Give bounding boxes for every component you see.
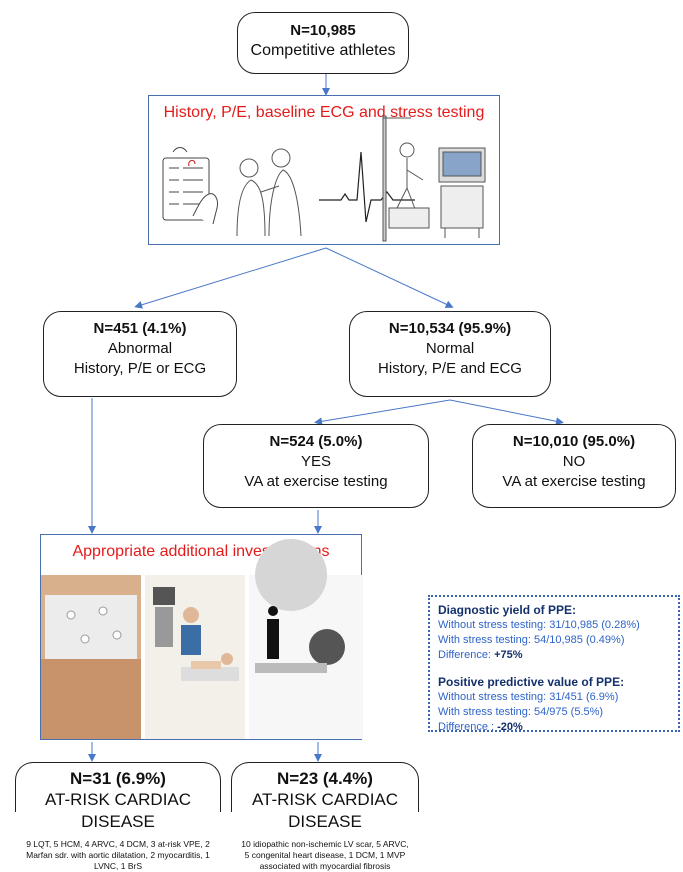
- ppv-title: Positive predictive value of PPE:: [438, 675, 625, 689]
- right-result-box: N=23 (4.4%) AT-RISK CARDIAC DISEASE 10 i…: [231, 762, 419, 871]
- arrow-screening-to-normal: [325, 247, 454, 308]
- normal-box: N=10,534 (95.9%) Normal History, P/E and…: [349, 311, 551, 397]
- ppv-diff-value: -20%: [497, 721, 523, 733]
- yield-diff-value: +75%: [494, 649, 523, 661]
- left-result-count: N=31 (6.9%): [70, 769, 166, 788]
- abnormal-count: N=451 (4.1%): [93, 320, 187, 337]
- left-result-label-2: DISEASE: [81, 812, 155, 831]
- ppv-diff-label: Difference :: [438, 721, 498, 733]
- ppv-difference: Difference : -20%: [438, 720, 670, 735]
- echocardiography-illustration: [145, 575, 245, 739]
- normal-criteria: History, P/E and ECG: [378, 360, 522, 377]
- ppv-without: Without stress testing: 31/451 (6.9%): [438, 691, 619, 703]
- no-count: N=10,010 (95.0%): [512, 433, 636, 450]
- doctor-patient-icon: [236, 148, 302, 237]
- mri-scanner-icon: [249, 539, 363, 739]
- right-result-count: N=23 (4.4%): [277, 769, 373, 788]
- ppv-with: With stress testing: 54/975 (5.5%): [438, 706, 604, 718]
- right-result-detail: 10 idiopathic non-ischemic LV scar, 5 AR…: [241, 839, 409, 871]
- no-box: N=10,010 (95.0%) NO VA at exercise testi…: [472, 424, 676, 508]
- summary-panel: Diagnostic yield of PPE: Without stress …: [428, 595, 680, 735]
- investigations-box: Appropriate additional investigations: [40, 534, 363, 740]
- right-result-label-1: AT-RISK CARDIAC: [251, 790, 399, 809]
- screening-illustrations: [162, 115, 486, 242]
- yield-with: With stress testing: 54/10,985 (0.49%): [438, 634, 625, 646]
- investigations-illustrations: [41, 539, 363, 739]
- yield-difference: Difference: +75%: [438, 648, 670, 663]
- left-result-label-1: AT-RISK CARDIAC: [44, 790, 192, 809]
- yes-criteria: VA at exercise testing: [244, 473, 388, 490]
- yes-count: N=524 (5.0%): [269, 433, 363, 450]
- yield-diff-label: Difference:: [438, 649, 495, 661]
- chest-electrodes-photo: [41, 575, 141, 739]
- yield-without: Without stress testing: 31/10,985 (0.28%…: [438, 619, 640, 631]
- abnormal-label: Abnormal: [107, 340, 173, 357]
- left-result-box: N=31 (6.9%) AT-RISK CARDIAC DISEASE 9 LQ…: [15, 762, 221, 871]
- yes-box: N=524 (5.0%) YES VA at exercise testing: [203, 424, 429, 508]
- arrow-normal-to-no: [449, 399, 564, 426]
- exercise-bike-icon: [382, 115, 486, 242]
- athletes-label: Competitive athletes: [250, 42, 396, 59]
- screening-box: History, P/E, baseline ECG and stress te…: [148, 95, 500, 245]
- arrow-screening-to-abnormal: [134, 247, 327, 309]
- right-result-label-2: DISEASE: [288, 812, 362, 831]
- yield-title: Diagnostic yield of PPE:: [438, 603, 577, 617]
- ecg-waveform-icon: [319, 151, 415, 223]
- athletes-count: N=10,985: [290, 22, 356, 39]
- checklist-hand-icon: [162, 147, 218, 225]
- abnormal-box: N=451 (4.1%) Abnormal History, P/E or EC…: [43, 311, 237, 397]
- no-label: NO: [562, 453, 586, 470]
- normal-count: N=10,534 (95.9%): [388, 320, 512, 337]
- no-criteria: VA at exercise testing: [502, 473, 646, 490]
- left-result-detail: 9 LQT, 5 HCM, 4 ARVC, 4 DCM, 3 at-risk V…: [26, 839, 210, 871]
- abnormal-criteria: History, P/E or ECG: [73, 360, 207, 377]
- normal-label: Normal: [425, 340, 475, 357]
- screening-title: History, P/E, baseline ECG and stress te…: [163, 104, 485, 121]
- athletes-box: N=10,985 Competitive athletes: [237, 12, 409, 74]
- yes-label: YES: [300, 453, 331, 470]
- arrow-normal-to-yes: [314, 399, 451, 426]
- flow-arrows: [88, 74, 564, 762]
